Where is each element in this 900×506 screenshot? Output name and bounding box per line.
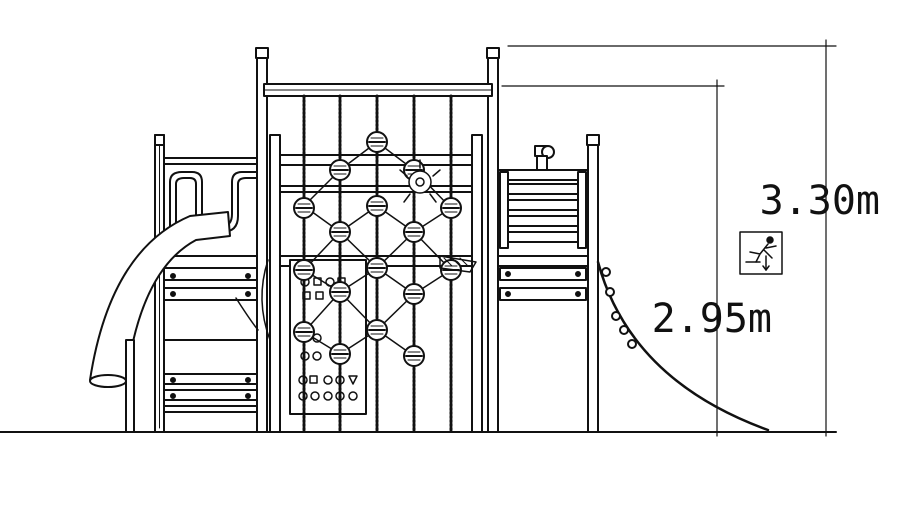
center-frame (261, 47, 500, 433)
falling-person-icon (739, 231, 783, 275)
right-tower (497, 134, 600, 433)
steering-wheel (399, 159, 477, 273)
dimension-3-30m: 3.30m (760, 178, 880, 224)
dimension-2-95m: 2.95m (652, 296, 772, 342)
tube-slide (89, 211, 259, 433)
dimension-lines (501, 39, 837, 437)
climbing-wall (596, 260, 770, 432)
net-grips (293, 131, 462, 367)
